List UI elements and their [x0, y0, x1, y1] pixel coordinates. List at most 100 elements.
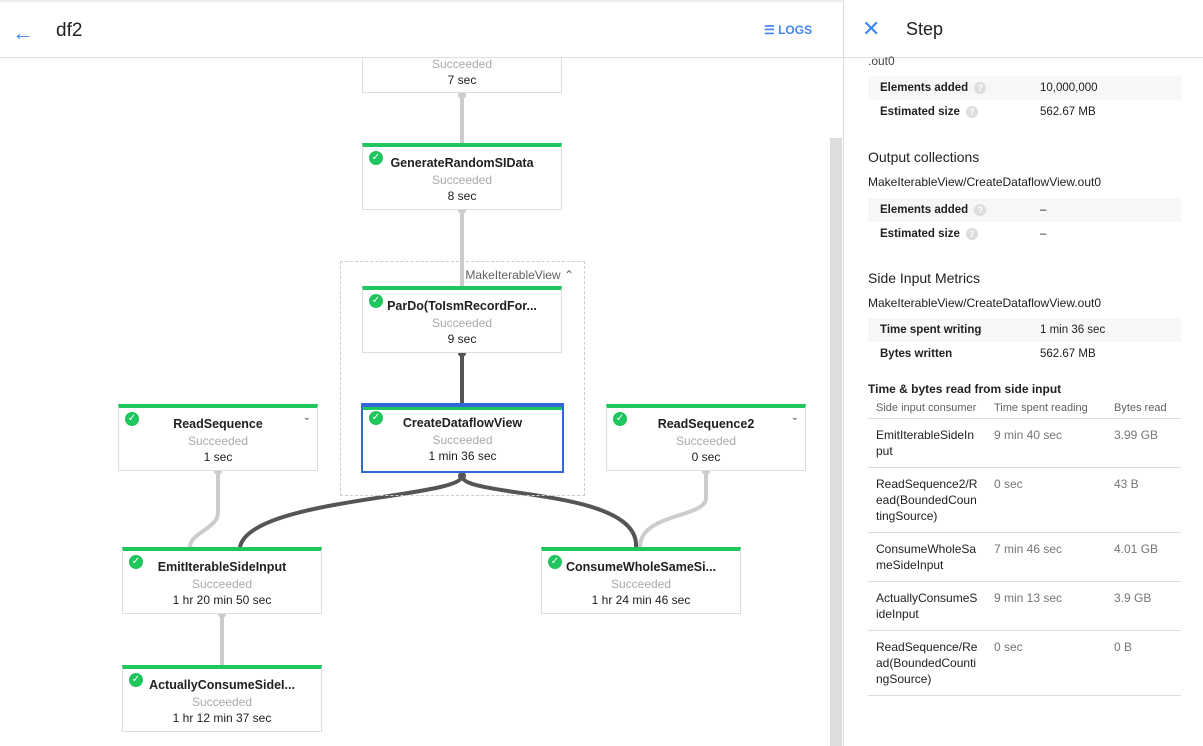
- node-status: Succeeded: [431, 316, 493, 330]
- help-icon[interactable]: ?: [965, 228, 978, 240]
- side-metrics: Time spent writing 1 min 36 sec Bytes wri…: [868, 318, 1181, 366]
- node-status: Succeeded: [610, 577, 672, 591]
- node-time: 1 hr 24 min 46 sec: [591, 593, 691, 607]
- bytes-cell: 4.01 GB: [1106, 532, 1181, 582]
- metric-row: Bytes written 562.67 MB: [868, 342, 1181, 366]
- metric-value: 10,000,000: [1040, 82, 1098, 94]
- metric-key: Elements added?: [880, 82, 1040, 94]
- side-input-read-table: Side input consumer Time spent reading B…: [868, 398, 1181, 696]
- side-input-name: MakeIterableView/CreateDataflowView.out0: [868, 296, 1102, 310]
- check-icon: ✓: [369, 151, 383, 165]
- input-metrics: Elements added?10,000,000 Estimated size…: [868, 76, 1181, 124]
- node-time: 1 hr 20 min 50 sec: [172, 593, 272, 607]
- metric-label: Estimated size: [880, 106, 960, 118]
- edge: [238, 474, 464, 549]
- node-time: 9 sec: [447, 332, 477, 346]
- node-time: 8 sec: [447, 189, 477, 203]
- metric-key: Estimated size?: [880, 228, 1040, 240]
- node-name: ReadSequence: [173, 417, 263, 431]
- metric-value: 562.67 MB: [1040, 106, 1096, 118]
- metric-value: 562.67 MB: [1040, 348, 1096, 360]
- metric-label: Elements added: [880, 204, 969, 216]
- chevron-down-icon[interactable]: ⌄: [790, 412, 799, 423]
- table-row: ReadSequence2/Read(BoundedCountingSource…: [868, 467, 1181, 533]
- consumer-cell: ActuallyConsumeSideInput: [868, 581, 986, 631]
- group-name: MakeIterableView: [465, 268, 561, 282]
- node-name: ParDo(ToIsmRecordFor...: [387, 299, 537, 313]
- node-name: EmitIterableSideInput: [157, 560, 287, 574]
- metric-value: –: [1040, 204, 1047, 216]
- check-icon: ✓: [125, 412, 139, 426]
- edge: [460, 474, 639, 549]
- metric-label: Estimated size: [880, 228, 960, 240]
- consumer-cell: ReadSequence/Read(BoundedCountingSource): [868, 630, 986, 696]
- node-time: 1 min 36 sec: [428, 449, 497, 463]
- read-table-heading: Time & bytes read from side input: [868, 382, 1062, 396]
- time-cell: 7 min 46 sec: [986, 532, 1106, 582]
- column-header: Bytes read: [1106, 398, 1181, 419]
- chevron-up-icon[interactable]: ⌃: [563, 268, 574, 282]
- consumer-cell: ReadSequence2/Read(BoundedCountingSource…: [868, 467, 986, 533]
- node-status: Succeeded: [191, 695, 253, 709]
- node-name: ReadSequence2: [657, 417, 755, 431]
- node-status: Succeeded: [432, 433, 493, 447]
- check-icon: ✓: [613, 412, 627, 426]
- output-collections-heading: Output collections: [868, 149, 980, 165]
- node-time: 0 sec: [691, 450, 721, 464]
- logs-label: LOGS: [778, 23, 813, 37]
- side-input-heading: Side Input Metrics: [868, 270, 981, 286]
- help-icon[interactable]: ?: [965, 106, 978, 118]
- close-icon[interactable]: ✕: [862, 16, 881, 41]
- help-icon[interactable]: ?: [974, 82, 987, 94]
- check-icon: ✓: [369, 294, 383, 308]
- chevron-down-icon[interactable]: ⌄: [302, 412, 311, 423]
- metric-label: Time spent writing: [880, 324, 982, 336]
- metric-row: Estimated size? 562.67 MB: [868, 100, 1181, 124]
- consumer-cell: ConsumeWholeSameSideInput: [868, 532, 986, 582]
- edge: [188, 469, 220, 549]
- graph-scrollbar[interactable]: [830, 138, 842, 746]
- metric-row: Time spent writing 1 min 36 sec: [868, 318, 1181, 342]
- edge: [638, 469, 708, 549]
- metric-row: Elements added?–: [868, 198, 1181, 222]
- step-panel: ✕ Step .out0 Elements added?10,000,000 E…: [843, 0, 1203, 746]
- metric-row: Elements added?10,000,000: [868, 76, 1181, 100]
- table-row: ReadSequence/Read(BoundedCountingSource)…: [868, 630, 1181, 696]
- metric-value: 1 min 36 sec: [1040, 324, 1106, 336]
- node-status: Succeeded: [675, 434, 737, 448]
- help-icon[interactable]: ?: [974, 204, 987, 216]
- check-icon: ✓: [369, 411, 383, 425]
- bytes-cell: 43 B: [1106, 467, 1181, 533]
- metric-row: Estimated size?–: [868, 222, 1181, 246]
- time-cell: 9 min 13 sec: [986, 581, 1106, 631]
- node-name: ActuallyConsumeSideI...: [149, 678, 295, 692]
- time-cell: 0 sec: [986, 630, 1106, 696]
- group-label[interactable]: MakeIterableView ⌃: [465, 268, 574, 282]
- metric-key: Elements added?: [880, 204, 1040, 216]
- logs-button[interactable]: ☰ LOGS: [764, 23, 813, 37]
- metric-label: Bytes written: [880, 348, 953, 360]
- panel-title: Step: [906, 19, 944, 39]
- node-name: CreateDataflowView: [402, 416, 523, 430]
- graph-node[interactable]: ✓ ParDo(ToIsmRecordFor... Succeeded 9 sec: [362, 286, 562, 353]
- back-arrow-icon[interactable]: ←: [12, 20, 34, 45]
- check-icon: ✓: [548, 555, 562, 569]
- output-collection-name: MakeIterableView/CreateDataflowView.out0: [868, 175, 1102, 189]
- node-status: Succeeded: [191, 577, 253, 591]
- read-table-wrap: Side input consumer Time spent reading B…: [868, 398, 1181, 696]
- column-header: Side input consumer: [868, 398, 986, 419]
- output-metrics: Elements added?– Estimated size?–: [868, 198, 1181, 246]
- metric-value: –: [1040, 228, 1047, 240]
